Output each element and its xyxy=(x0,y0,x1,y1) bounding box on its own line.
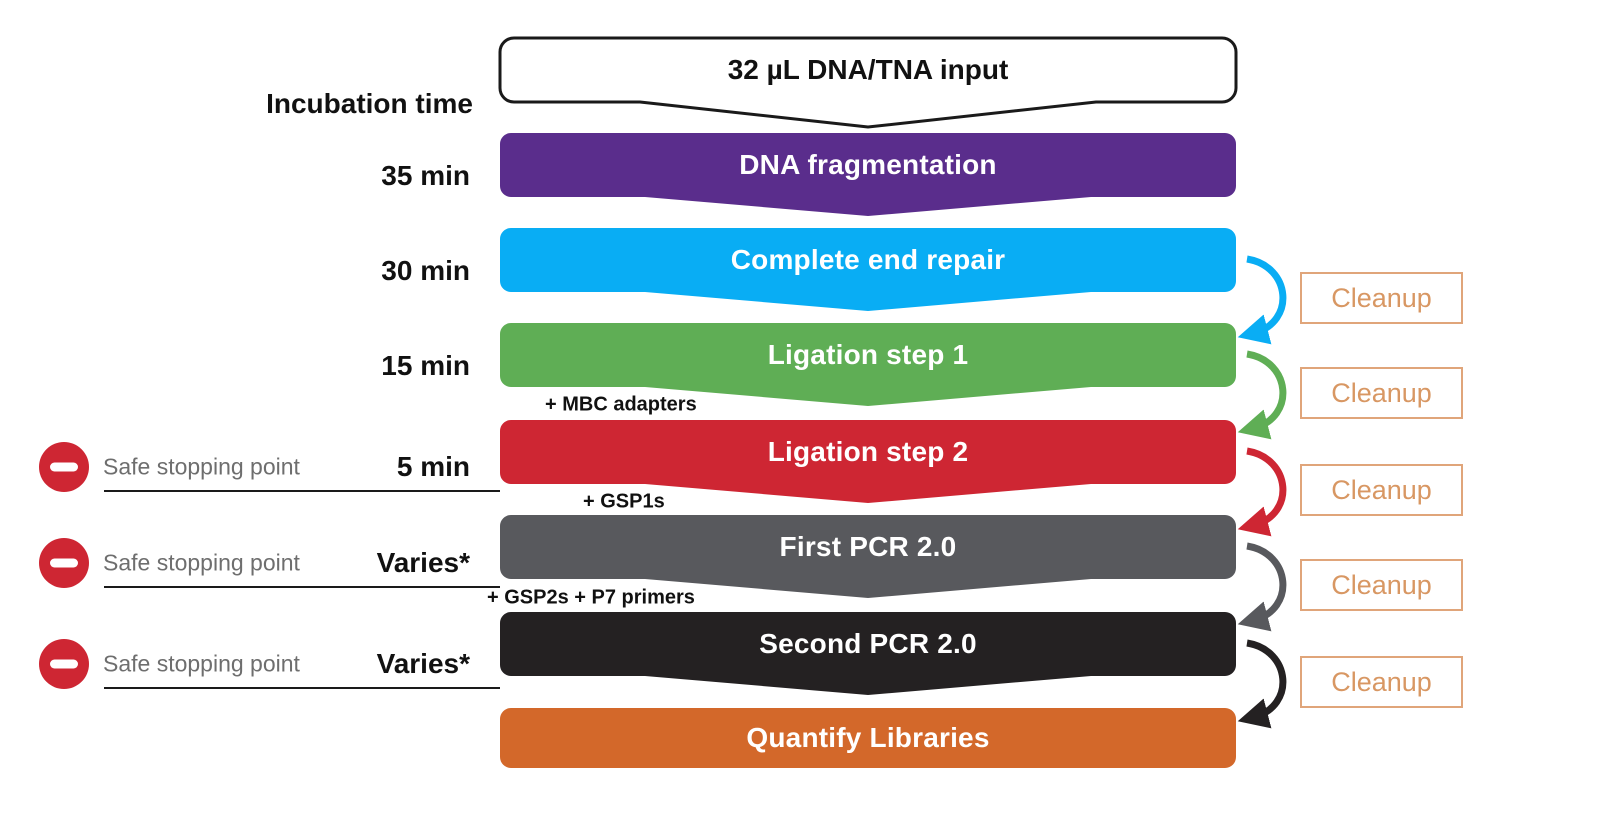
step-label-first-pcr-2-0: First PCR 2.0 xyxy=(779,531,957,562)
input-box-label: 32 µL DNA/TNA input xyxy=(727,54,1009,85)
reagent-note-ligation-step-2: + GSP1s xyxy=(583,490,665,513)
minus-stop-icon-second-pcr-2-0 xyxy=(39,639,89,689)
step-label-ligation-step-1: Ligation step 1 xyxy=(767,339,969,370)
step-banner-quantify-libraries xyxy=(500,708,1236,768)
reagent-note-ligation-step-1: + MBC adapters xyxy=(545,393,697,416)
step-label-dna-fragmentation: DNA fragmentation xyxy=(739,149,997,180)
minus-bar-icon xyxy=(50,659,78,669)
incubation-time-second-pcr-2-0: Varies* xyxy=(376,648,470,679)
cleanup-arrow-icon-first-pcr-2-0 xyxy=(1237,542,1287,632)
safe-stop-line-second-pcr-2-0 xyxy=(104,687,500,689)
step-banner-ligation-step-2 xyxy=(500,420,1236,503)
reagent-note-first-pcr-2-0: + GSP2s + P7 primers xyxy=(487,586,695,609)
incubation-time-first-pcr-2-0: Varies* xyxy=(376,547,470,578)
minus-stop-icon-first-pcr-2-0 xyxy=(39,538,89,588)
cleanup-arrow-icon-ligation-step-2 xyxy=(1237,447,1287,537)
step-banner-dna-fragmentation xyxy=(500,133,1236,216)
incubation-time-ligation-step-2: 5 min xyxy=(396,451,470,482)
cleanup-label: Cleanup xyxy=(1331,377,1432,408)
step-label-ligation-step-2: Ligation step 2 xyxy=(767,436,969,467)
cleanup-label: Cleanup xyxy=(1331,474,1432,505)
input-box xyxy=(498,36,1238,129)
step-label-complete-end-repair: Complete end repair xyxy=(730,244,1006,275)
safe-stop-label-second-pcr-2-0: Safe stopping point xyxy=(103,650,300,677)
incubation-time-complete-end-repair: 30 min xyxy=(381,255,470,286)
cleanup-label: Cleanup xyxy=(1331,666,1432,697)
cleanup-arrow-icon-second-pcr-2-0 xyxy=(1237,639,1287,729)
safe-stop-label-first-pcr-2-0: Safe stopping point xyxy=(103,549,300,576)
safe-stop-line-first-pcr-2-0 xyxy=(104,586,500,588)
cleanup-label: Cleanup xyxy=(1331,569,1432,600)
safe-stop-label-ligation-step-2: Safe stopping point xyxy=(103,453,300,480)
cleanup-box-complete-end-repair: Cleanup xyxy=(1300,272,1463,324)
cleanup-label: Cleanup xyxy=(1331,282,1432,313)
minus-bar-icon xyxy=(50,462,78,472)
minus-stop-icon-ligation-step-2 xyxy=(39,442,89,492)
cleanup-arrow-icon-ligation-step-1 xyxy=(1237,350,1287,440)
incubation-time-dna-fragmentation: 35 min xyxy=(381,160,470,191)
step-label-quantify-libraries: Quantify Libraries xyxy=(746,722,990,753)
incubation-time-ligation-step-1: 15 min xyxy=(381,350,470,381)
cleanup-box-ligation-step-2: Cleanup xyxy=(1300,464,1463,516)
cleanup-box-second-pcr-2-0: Cleanup xyxy=(1300,656,1463,708)
step-banner-second-pcr-2-0 xyxy=(500,612,1236,695)
step-label-second-pcr-2-0: Second PCR 2.0 xyxy=(759,628,977,659)
step-banner-complete-end-repair xyxy=(500,228,1236,311)
step-banner-ligation-step-1 xyxy=(500,323,1236,406)
minus-bar-icon xyxy=(50,558,78,568)
safe-stop-line-ligation-step-2 xyxy=(104,490,500,492)
cleanup-box-first-pcr-2-0: Cleanup xyxy=(1300,559,1463,611)
cleanup-arrow-icon-complete-end-repair xyxy=(1237,255,1287,345)
cleanup-box-ligation-step-1: Cleanup xyxy=(1300,367,1463,419)
incubation-time-header: Incubation time xyxy=(266,88,473,119)
step-banner-first-pcr-2-0 xyxy=(500,515,1236,598)
